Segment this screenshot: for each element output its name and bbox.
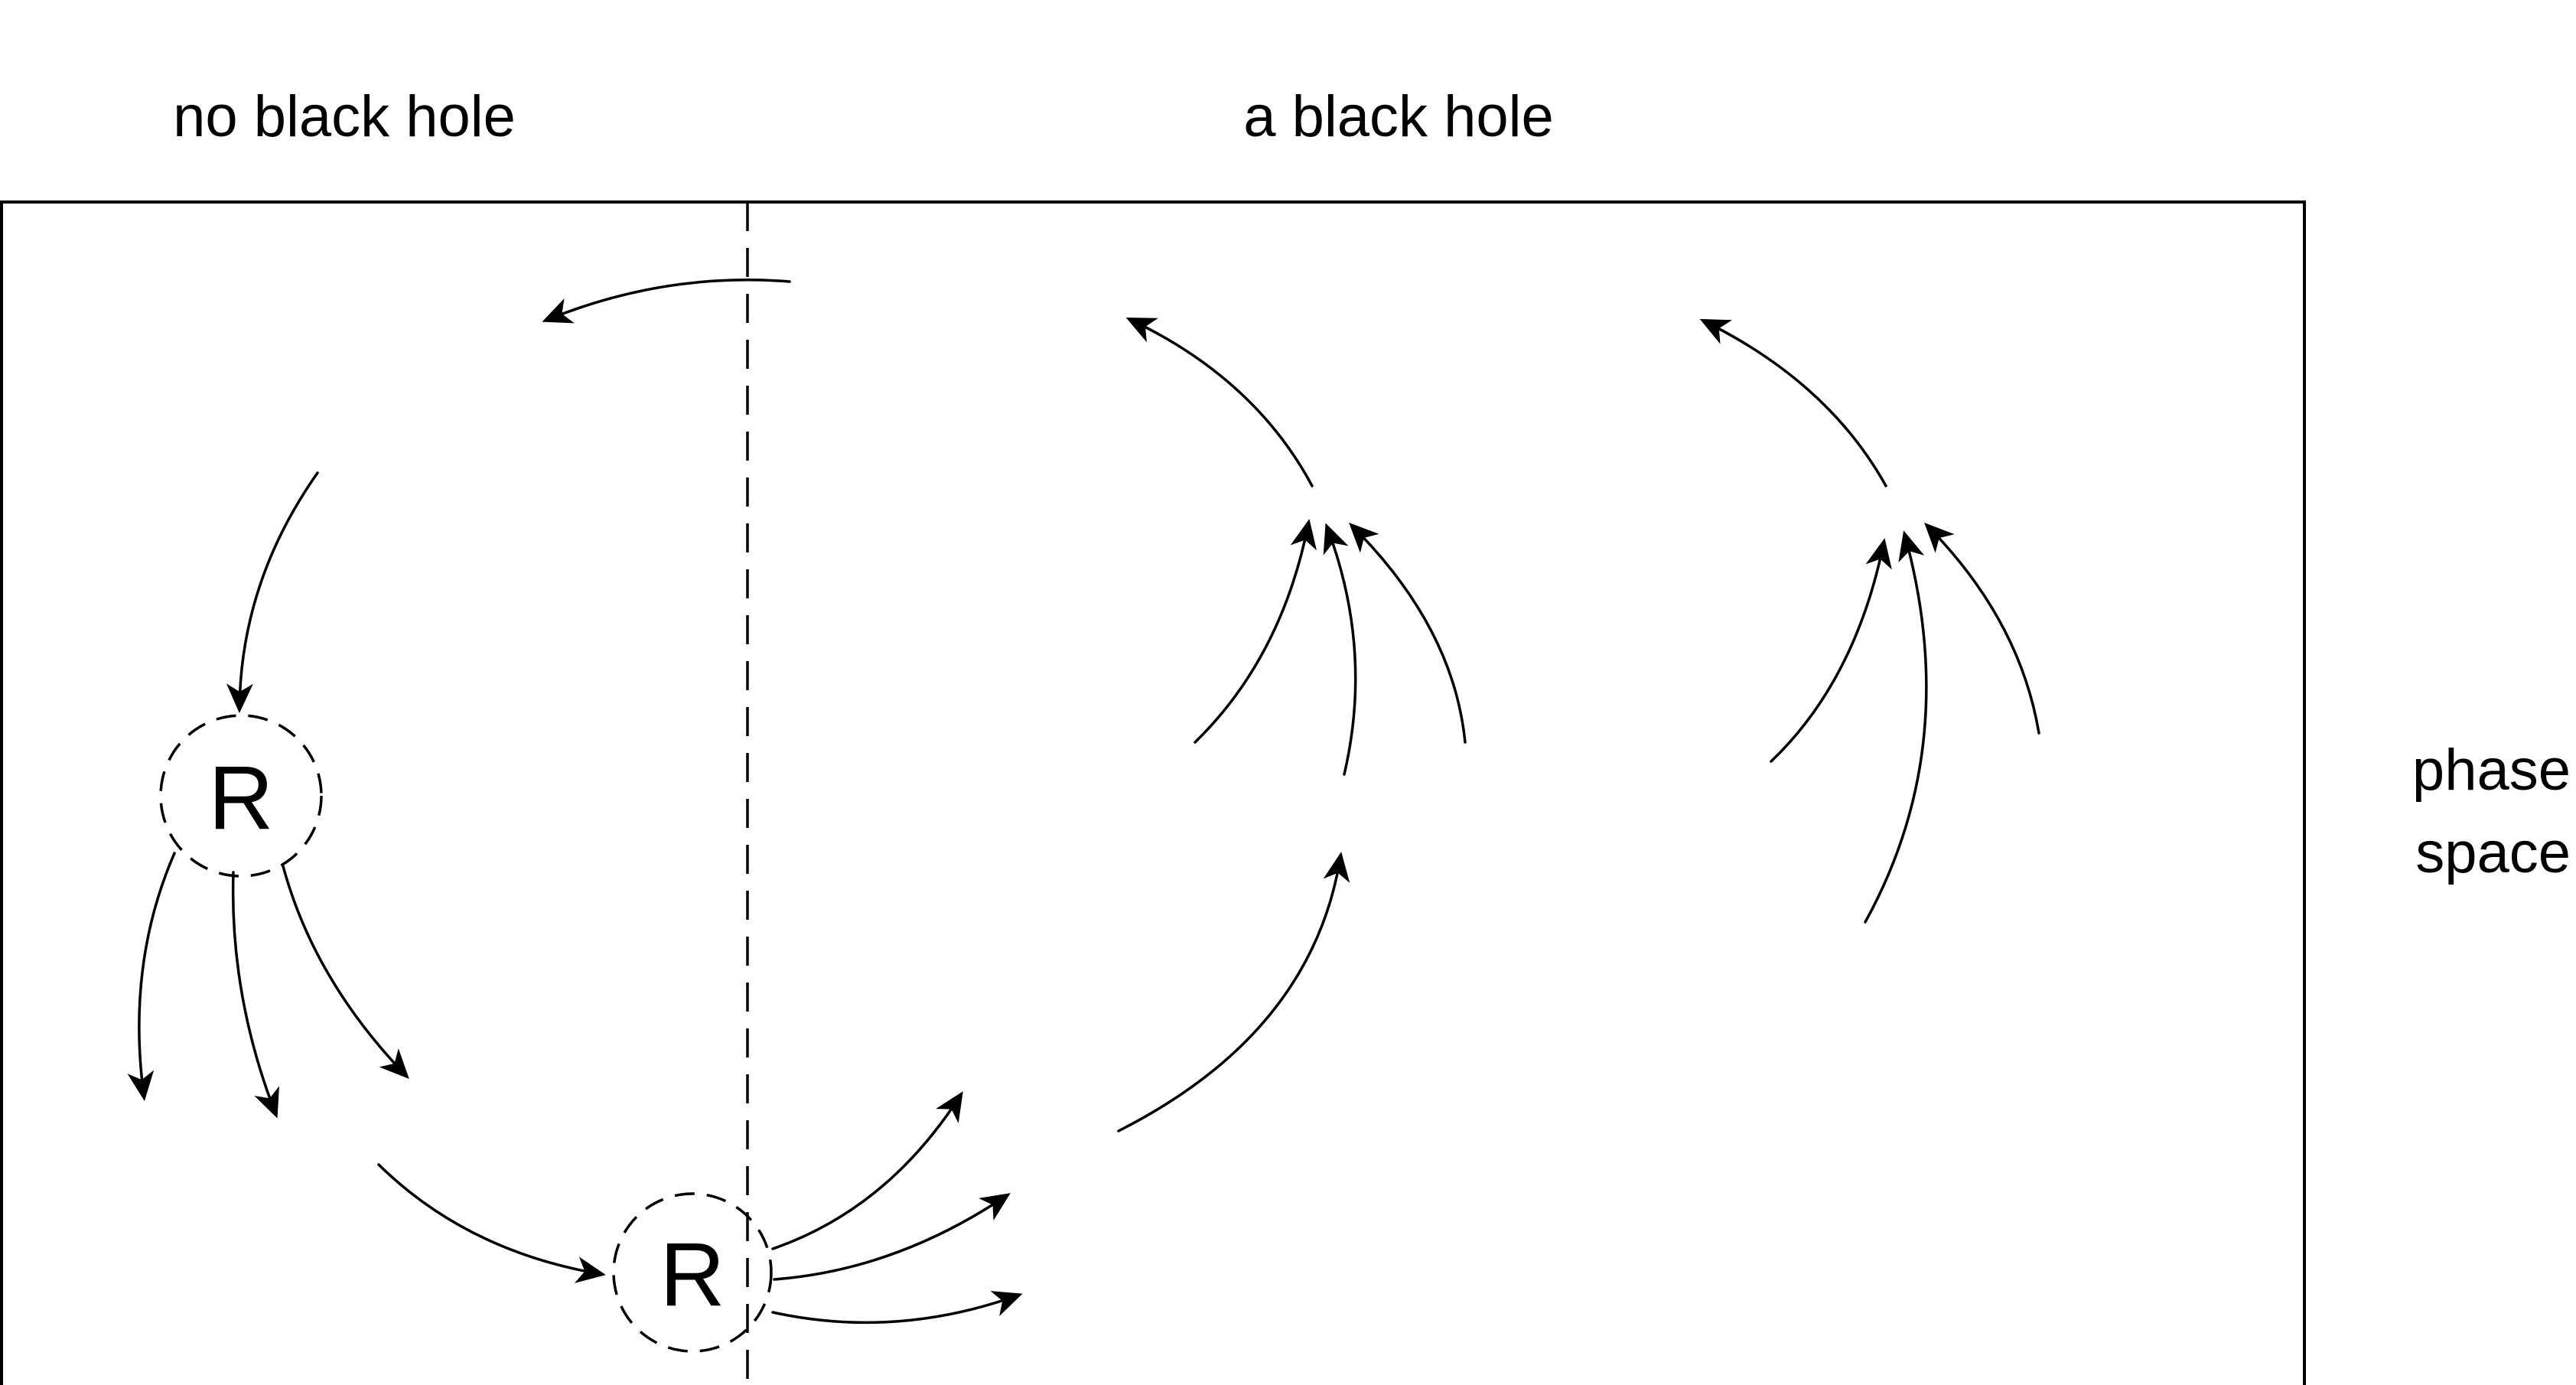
flow-arrow-bh-fan2-b bbox=[1864, 530, 1928, 924]
black-hole-label: a black hole bbox=[1243, 84, 1554, 149]
flow-arrow-top bbox=[542, 279, 791, 324]
flow-arrow-out-r-upper-2 bbox=[231, 871, 279, 1119]
flow-arrow-into-r-upper bbox=[226, 471, 319, 713]
phase-label: phase bbox=[2412, 738, 2571, 803]
region-r-upper-letter: R bbox=[208, 748, 273, 849]
flow-arrow-bh-fan1-a bbox=[1194, 519, 1317, 744]
flow-arrow-out-r-lower-1 bbox=[771, 1091, 963, 1250]
region-r-lower-circle bbox=[612, 1192, 773, 1353]
flow-arrow-bh-fan1-c bbox=[1349, 523, 1467, 744]
phase-space-box bbox=[0, 200, 2306, 1385]
region-r-upper: R bbox=[159, 714, 323, 878]
flow-arrow-into-r-lower bbox=[377, 1163, 606, 1283]
flow-arrow-bh-fan2-a bbox=[1770, 538, 1892, 763]
flow-arrow-bh-rise bbox=[1117, 852, 1350, 1132]
flow-arrow-bh-fan2-c bbox=[1924, 523, 2040, 735]
flow-arrow-out-r-lower-2 bbox=[773, 1193, 1011, 1281]
flow-arrow-bh-fan2-top bbox=[1699, 318, 1887, 487]
flow-arrow-out-r-upper-3 bbox=[282, 865, 409, 1080]
flow-arrow-bh-fan1-top bbox=[1125, 317, 1314, 487]
space-label: space bbox=[2415, 820, 2571, 885]
flow-arrow-out-r-upper-1 bbox=[127, 852, 176, 1101]
region-r-lower-letter: R bbox=[659, 1224, 725, 1325]
flow-arrow-out-r-lower-3 bbox=[771, 1291, 1023, 1325]
region-r-lower: R bbox=[612, 1192, 773, 1353]
flow-arrow-bh-fan1-b bbox=[1323, 523, 1357, 776]
region-r-upper-circle bbox=[159, 714, 323, 878]
no-black-hole-label: no black hole bbox=[173, 84, 516, 149]
